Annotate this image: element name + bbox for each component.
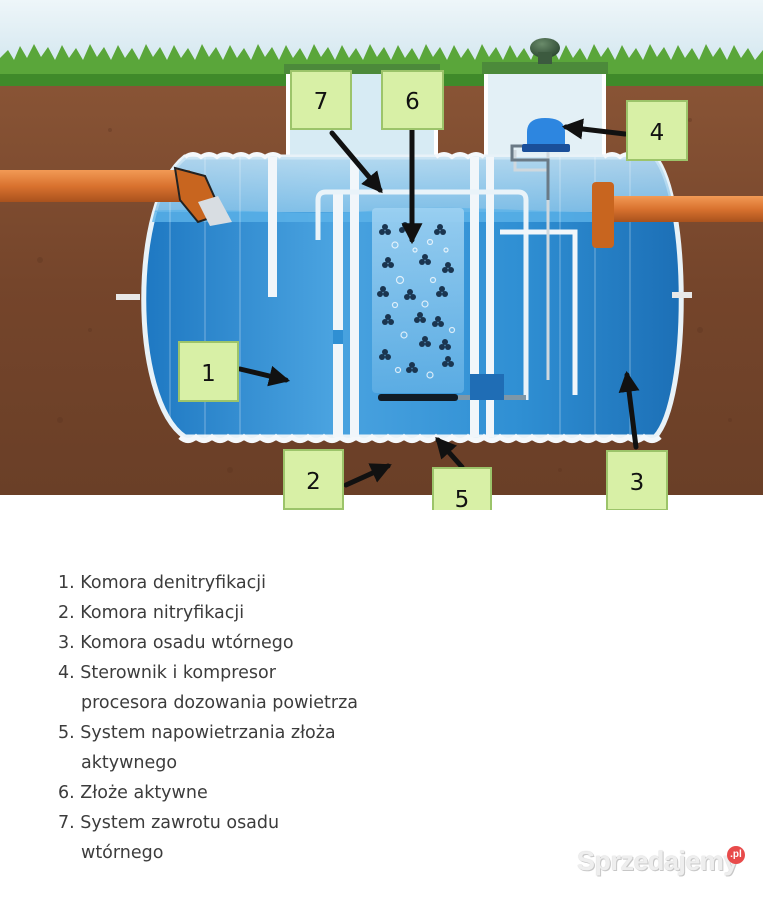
callout-box-2: 2 — [283, 449, 344, 510]
wall-gap — [333, 330, 343, 344]
aeration-diffuser — [378, 394, 458, 401]
air-bubbles — [391, 238, 456, 379]
baffle-inlet — [268, 157, 277, 297]
tank-side-lug-left — [116, 294, 140, 300]
callout-label-5: 5 — [455, 487, 470, 510]
callout-box-5: 5 — [432, 467, 492, 510]
legend-item-3: 3. Komora osadu wtórnego — [58, 633, 294, 653]
vent-stem — [538, 52, 552, 64]
arrow-4 — [561, 118, 628, 140]
outlet-pipe — [610, 196, 763, 222]
wall-3 — [470, 157, 479, 437]
callout-box-1: 1 — [178, 341, 239, 402]
inlet-nozzle — [198, 196, 232, 226]
arrow-1 — [237, 365, 291, 387]
legend-item-6: 6. Złoże aktywne — [58, 783, 208, 803]
watermark-logo: Sprzedajemy — [577, 846, 739, 876]
arrow-5 — [435, 436, 465, 470]
legend-item-1: 1. Komora denitryfikacji — [58, 573, 266, 593]
wall-1 — [333, 190, 343, 437]
callout-label-6: 6 — [405, 89, 420, 115]
compressor-hose — [510, 144, 550, 200]
callout-box-4: 4 — [626, 100, 688, 161]
vent-dome — [530, 38, 560, 58]
inlet-pipe — [0, 170, 190, 202]
wall-4 — [486, 157, 494, 437]
callout-label-1: 1 — [201, 361, 216, 387]
legend-item-2: 2. Komora nitryfikacji — [58, 603, 245, 623]
callout-label-3: 3 — [630, 470, 645, 496]
callout-label-2: 2 — [306, 469, 321, 495]
compressor-base — [522, 144, 570, 152]
septic-tank-diagram: 1 2 3 4 5 6 7 — [0, 0, 763, 510]
arrow-7 — [329, 130, 383, 194]
watermark-badge: .pl — [727, 846, 745, 864]
callout-box-6: 6 — [381, 70, 444, 130]
soil-texture — [37, 118, 732, 473]
bed-media — [377, 222, 454, 373]
compressor-unit — [527, 118, 565, 148]
outlet-tee — [592, 182, 614, 248]
riser-cap-right — [482, 62, 608, 74]
arrow-2 — [343, 463, 392, 488]
tank-bottom-corrugation — [178, 433, 662, 443]
tank-side-lug-right — [672, 292, 692, 298]
wall-2 — [350, 160, 359, 437]
callout-label-7: 7 — [314, 89, 329, 115]
callout-label-4: 4 — [650, 120, 665, 146]
arrow-3 — [618, 370, 640, 450]
callout-box-3: 3 — [606, 450, 668, 510]
return-sludge-pipe — [315, 189, 529, 400]
riser-cap-left — [284, 64, 440, 74]
settling-tube — [500, 229, 578, 395]
callout-box-7: 7 — [290, 70, 352, 130]
callout-arrows — [237, 118, 640, 488]
aeration-valve — [470, 374, 504, 400]
legend-list: 1. Komora denitryfikacji 2. Komora nitry… — [58, 568, 358, 868]
